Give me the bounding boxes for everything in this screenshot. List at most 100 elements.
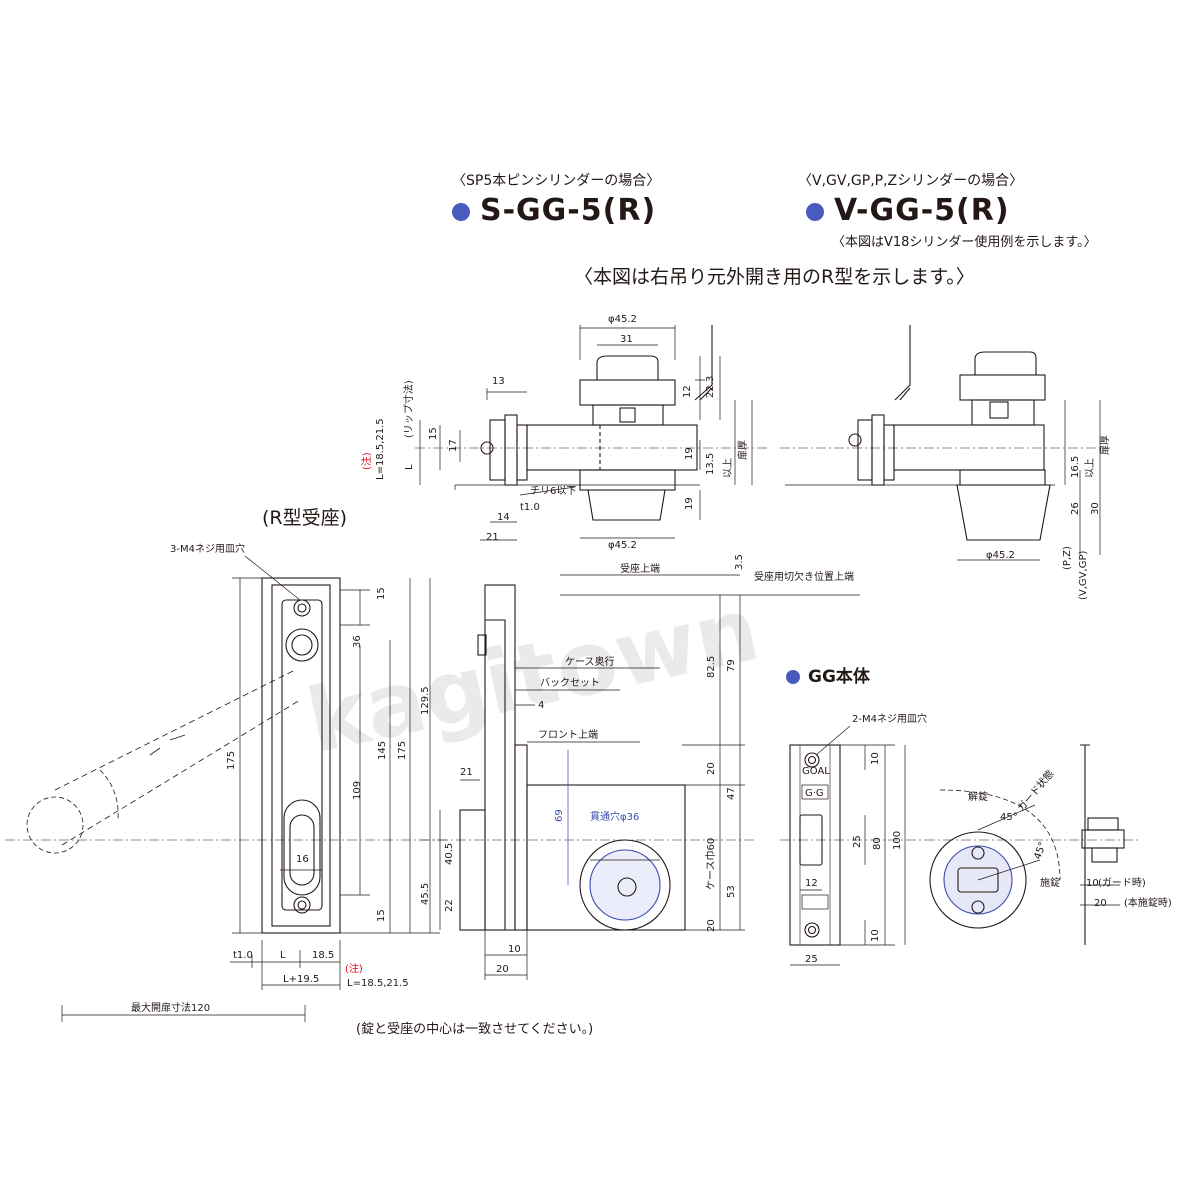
dim-label: 18.5 bbox=[312, 950, 334, 961]
leader-line bbox=[244, 555, 301, 601]
bullet-icon bbox=[806, 202, 824, 221]
dim-label: (P,Z) bbox=[1062, 546, 1073, 570]
dim-label: 47 bbox=[726, 787, 737, 800]
rotation-diagram bbox=[925, 744, 1140, 945]
dim-label: 14 bbox=[497, 512, 510, 523]
v-cylinder-caption: 〈V,GV,GP,P,Zシリンダーの場合〉 bbox=[798, 173, 1024, 189]
dim-label: 13.5 bbox=[705, 453, 716, 475]
dim-label: t1.0 bbox=[233, 950, 253, 961]
dim-label: 45° bbox=[1032, 841, 1048, 861]
dim-label: 36 bbox=[352, 635, 363, 648]
dim-label: 16 bbox=[296, 854, 309, 865]
s-model-title: S-GG-5(R) bbox=[452, 193, 656, 228]
dim-label: 82.5 bbox=[706, 656, 717, 678]
v-model-label: V-GG-5(R) bbox=[834, 193, 1010, 228]
dim-label: (本施錠時) bbox=[1124, 896, 1172, 909]
lock-body-side-view bbox=[420, 574, 860, 980]
leader-line bbox=[815, 725, 851, 756]
stamp-text: G·G bbox=[805, 788, 824, 799]
dim-label: 扉厚 bbox=[736, 440, 749, 460]
dim-label: 以上 bbox=[722, 458, 734, 478]
state-label: 解錠 bbox=[968, 790, 988, 803]
dim-label: L bbox=[280, 950, 286, 961]
dim-label: 13 bbox=[492, 376, 505, 387]
body-section-title: GG本体 bbox=[786, 662, 870, 687]
dim-label: 30 bbox=[1090, 502, 1101, 515]
dim-label: 15 bbox=[376, 587, 387, 600]
dim-label: 53 bbox=[726, 885, 737, 898]
dim-label: 22.3 bbox=[705, 376, 716, 398]
dim-label: 16.5 bbox=[1070, 456, 1081, 478]
dim-label: 17 bbox=[448, 439, 459, 452]
dim-label: 25 bbox=[805, 954, 818, 965]
dim-label: 貫通穴φ36 bbox=[590, 810, 639, 823]
dim-label: フロント上端 bbox=[538, 728, 598, 741]
v-cylinder-note: 〈本図はV18シリンダー使用例を示します。〉 bbox=[832, 235, 1097, 250]
stamp-text: GOAL bbox=[802, 766, 830, 777]
dim-label: 3.5 bbox=[734, 554, 745, 570]
dim-label: 31 bbox=[620, 334, 633, 345]
dim-label: 3-M4ネジ用皿穴 bbox=[170, 542, 245, 555]
dim-label: L=18.5,21.5 bbox=[375, 418, 386, 480]
dim-label: 25 bbox=[852, 835, 863, 848]
dim-label: 69 bbox=[554, 809, 565, 822]
dim-label: 175 bbox=[397, 741, 408, 760]
main-diagram-note: 〈本図は右吊り元外開き用のR型を示します。〉 bbox=[574, 266, 975, 288]
dim-label: 12 bbox=[682, 385, 693, 398]
dim-label: t1.0 bbox=[520, 502, 540, 513]
dim-label: 最大開扉寸法120 bbox=[131, 1001, 210, 1014]
dim-label: (V,GV,GP) bbox=[1078, 551, 1089, 600]
dim-label: 20 bbox=[706, 762, 717, 775]
dim-label: 2-M4ネジ用皿穴 bbox=[852, 712, 927, 725]
dim-label: 10 bbox=[870, 752, 881, 765]
v-side-view bbox=[780, 325, 1110, 561]
body-section-label: GG本体 bbox=[808, 667, 870, 687]
dim-label: 21 bbox=[460, 767, 473, 778]
dim-label: L bbox=[404, 464, 415, 470]
dim-label: ケース奥行 bbox=[565, 655, 615, 668]
strike-section-title: (R型受座) bbox=[262, 507, 348, 529]
gg-body-front-view bbox=[780, 744, 925, 966]
v-model-title: V-GG-5(R) bbox=[806, 193, 1010, 228]
s-model-label: S-GG-5(R) bbox=[480, 193, 657, 228]
dim-label: 79 bbox=[726, 659, 737, 672]
dim-label: 以上 bbox=[1084, 458, 1096, 478]
state-label: ガード状態 bbox=[1014, 767, 1056, 814]
dim-label: 145 bbox=[377, 741, 388, 760]
dim-label: 129.5 bbox=[420, 686, 431, 715]
dim-label: 20 bbox=[1094, 898, 1107, 909]
dim-label: 19 bbox=[684, 447, 695, 460]
dim-label: 26 bbox=[1070, 502, 1081, 515]
dim-label: バックセット bbox=[540, 677, 600, 689]
dim-label: 40.5 bbox=[444, 843, 455, 865]
dim-label: φ45.2 bbox=[986, 550, 1015, 561]
dim-label: L+19.5 bbox=[283, 974, 319, 985]
dim-label: 45° bbox=[1000, 812, 1018, 823]
footer-note: (錠と受座の中心は一致させてください。) bbox=[356, 1022, 594, 1037]
dim-label: 20 bbox=[496, 964, 509, 975]
dim-label: 15 bbox=[376, 909, 387, 922]
dim-label: 175 bbox=[226, 751, 237, 770]
dim-label: (ガード時) bbox=[1098, 877, 1146, 889]
dim-label: 4 bbox=[538, 700, 544, 711]
dim-label: 109 bbox=[352, 781, 363, 800]
dim-label: 12 bbox=[805, 878, 818, 889]
s-side-view bbox=[415, 325, 770, 541]
dim-label: 10 bbox=[1086, 878, 1099, 889]
dim-label: 15 bbox=[428, 427, 439, 440]
bullet-icon bbox=[452, 202, 470, 221]
dim-label: 19 bbox=[684, 497, 695, 510]
dim-label: 20 bbox=[706, 919, 717, 932]
dim-label: 80 bbox=[872, 837, 883, 850]
state-label: 施錠 bbox=[1040, 876, 1060, 889]
dim-label: φ45.2 bbox=[608, 540, 637, 551]
dim-label: (リップ寸法) bbox=[402, 380, 415, 438]
dim-label: 受座用切欠き位置上端 bbox=[754, 570, 854, 583]
dim-label: チリ6以下 bbox=[530, 485, 576, 497]
dim-label: 10 bbox=[508, 944, 521, 955]
bullet-icon bbox=[786, 670, 800, 684]
dim-label: 受座上端 bbox=[620, 562, 660, 575]
dim-label: L=18.5,21.5 bbox=[347, 978, 409, 989]
note-mark: (注) bbox=[345, 962, 363, 975]
